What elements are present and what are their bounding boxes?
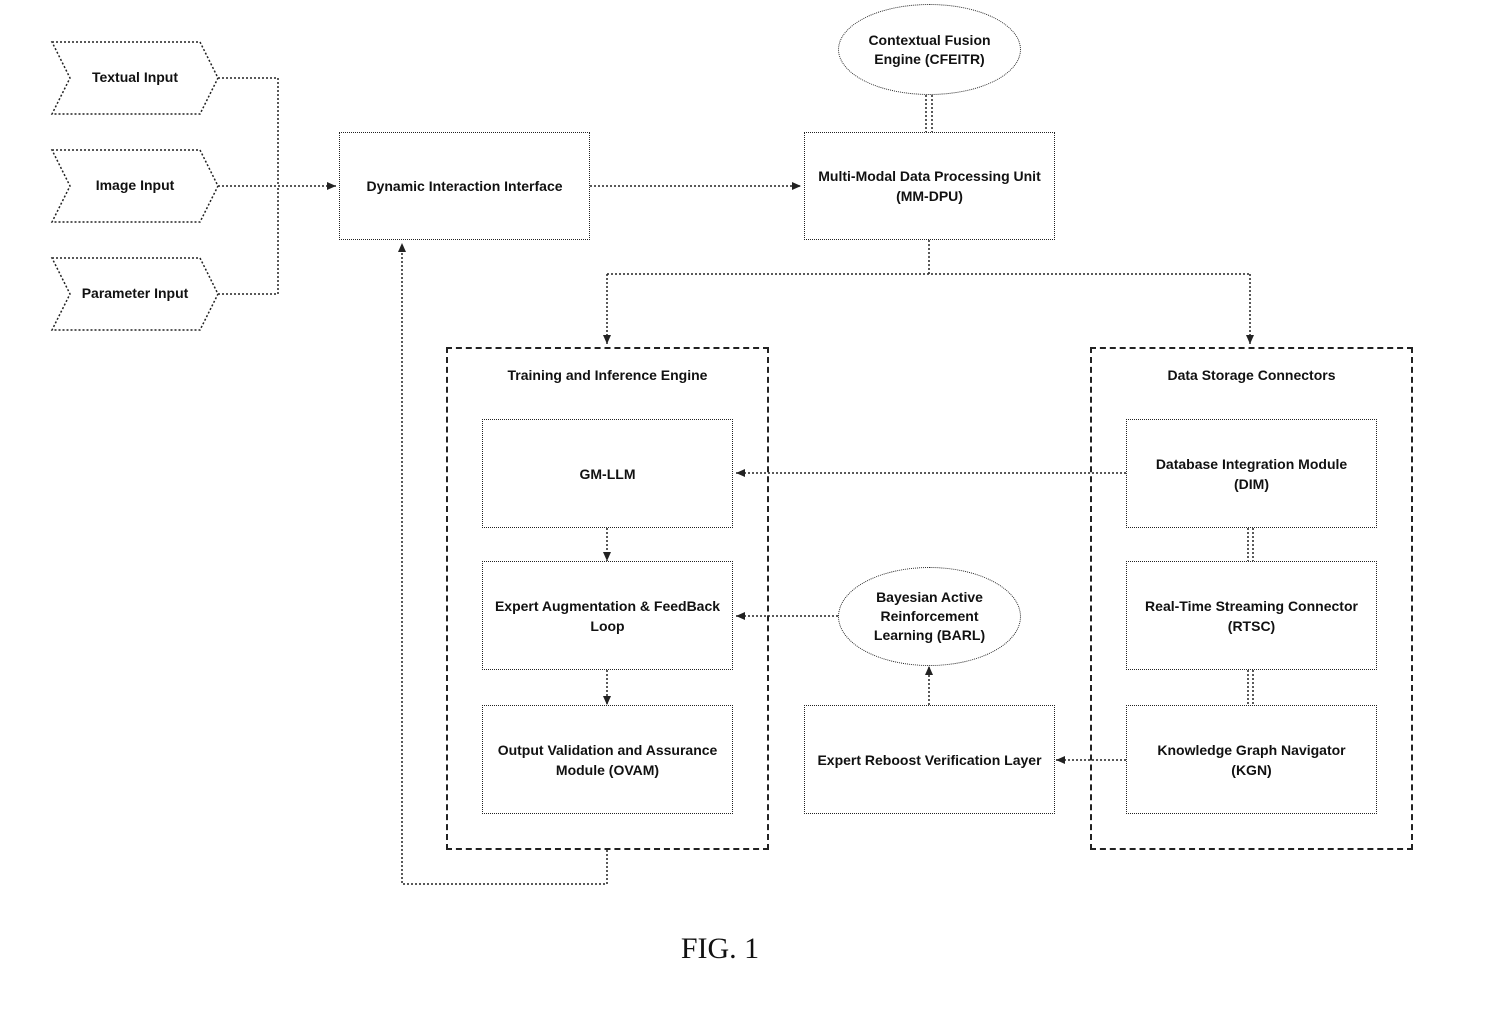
cfeitr-ellipse: Contextual Fusion Engine (CFEITR) (838, 4, 1021, 95)
textual-input-label: Textual Input (60, 69, 210, 85)
figure-label: FIG. 1 (620, 932, 820, 966)
dynamic-interaction-interface-box: Dynamic Interaction Interface (339, 132, 590, 240)
training-inference-engine-title: Training and Inference Engine (448, 367, 767, 383)
ovam-box: Output Validation and Assurance Module (… (482, 705, 733, 814)
image-input-label: Image Input (60, 177, 210, 193)
mmdpu-box: Multi-Modal Data Processing Unit (MM-DPU… (804, 132, 1055, 240)
expert-reboost-verification-box: Expert Reboost Verification Layer (804, 705, 1055, 814)
realtime-streaming-connector-box: Real-Time Streaming Connector (RTSC) (1126, 561, 1377, 670)
parameter-input-label: Parameter Input (60, 285, 210, 301)
data-storage-connectors-title: Data Storage Connectors (1092, 367, 1411, 383)
barl-ellipse: Bayesian Active Reinforcement Learning (… (838, 567, 1021, 666)
database-integration-module-box: Database Integration Module (DIM) (1126, 419, 1377, 528)
knowledge-graph-navigator-box: Knowledge Graph Navigator (KGN) (1126, 705, 1377, 814)
expert-augmentation-box: Expert Augmentation & FeedBack Loop (482, 561, 733, 670)
gm-llm-box: GM-LLM (482, 419, 733, 528)
